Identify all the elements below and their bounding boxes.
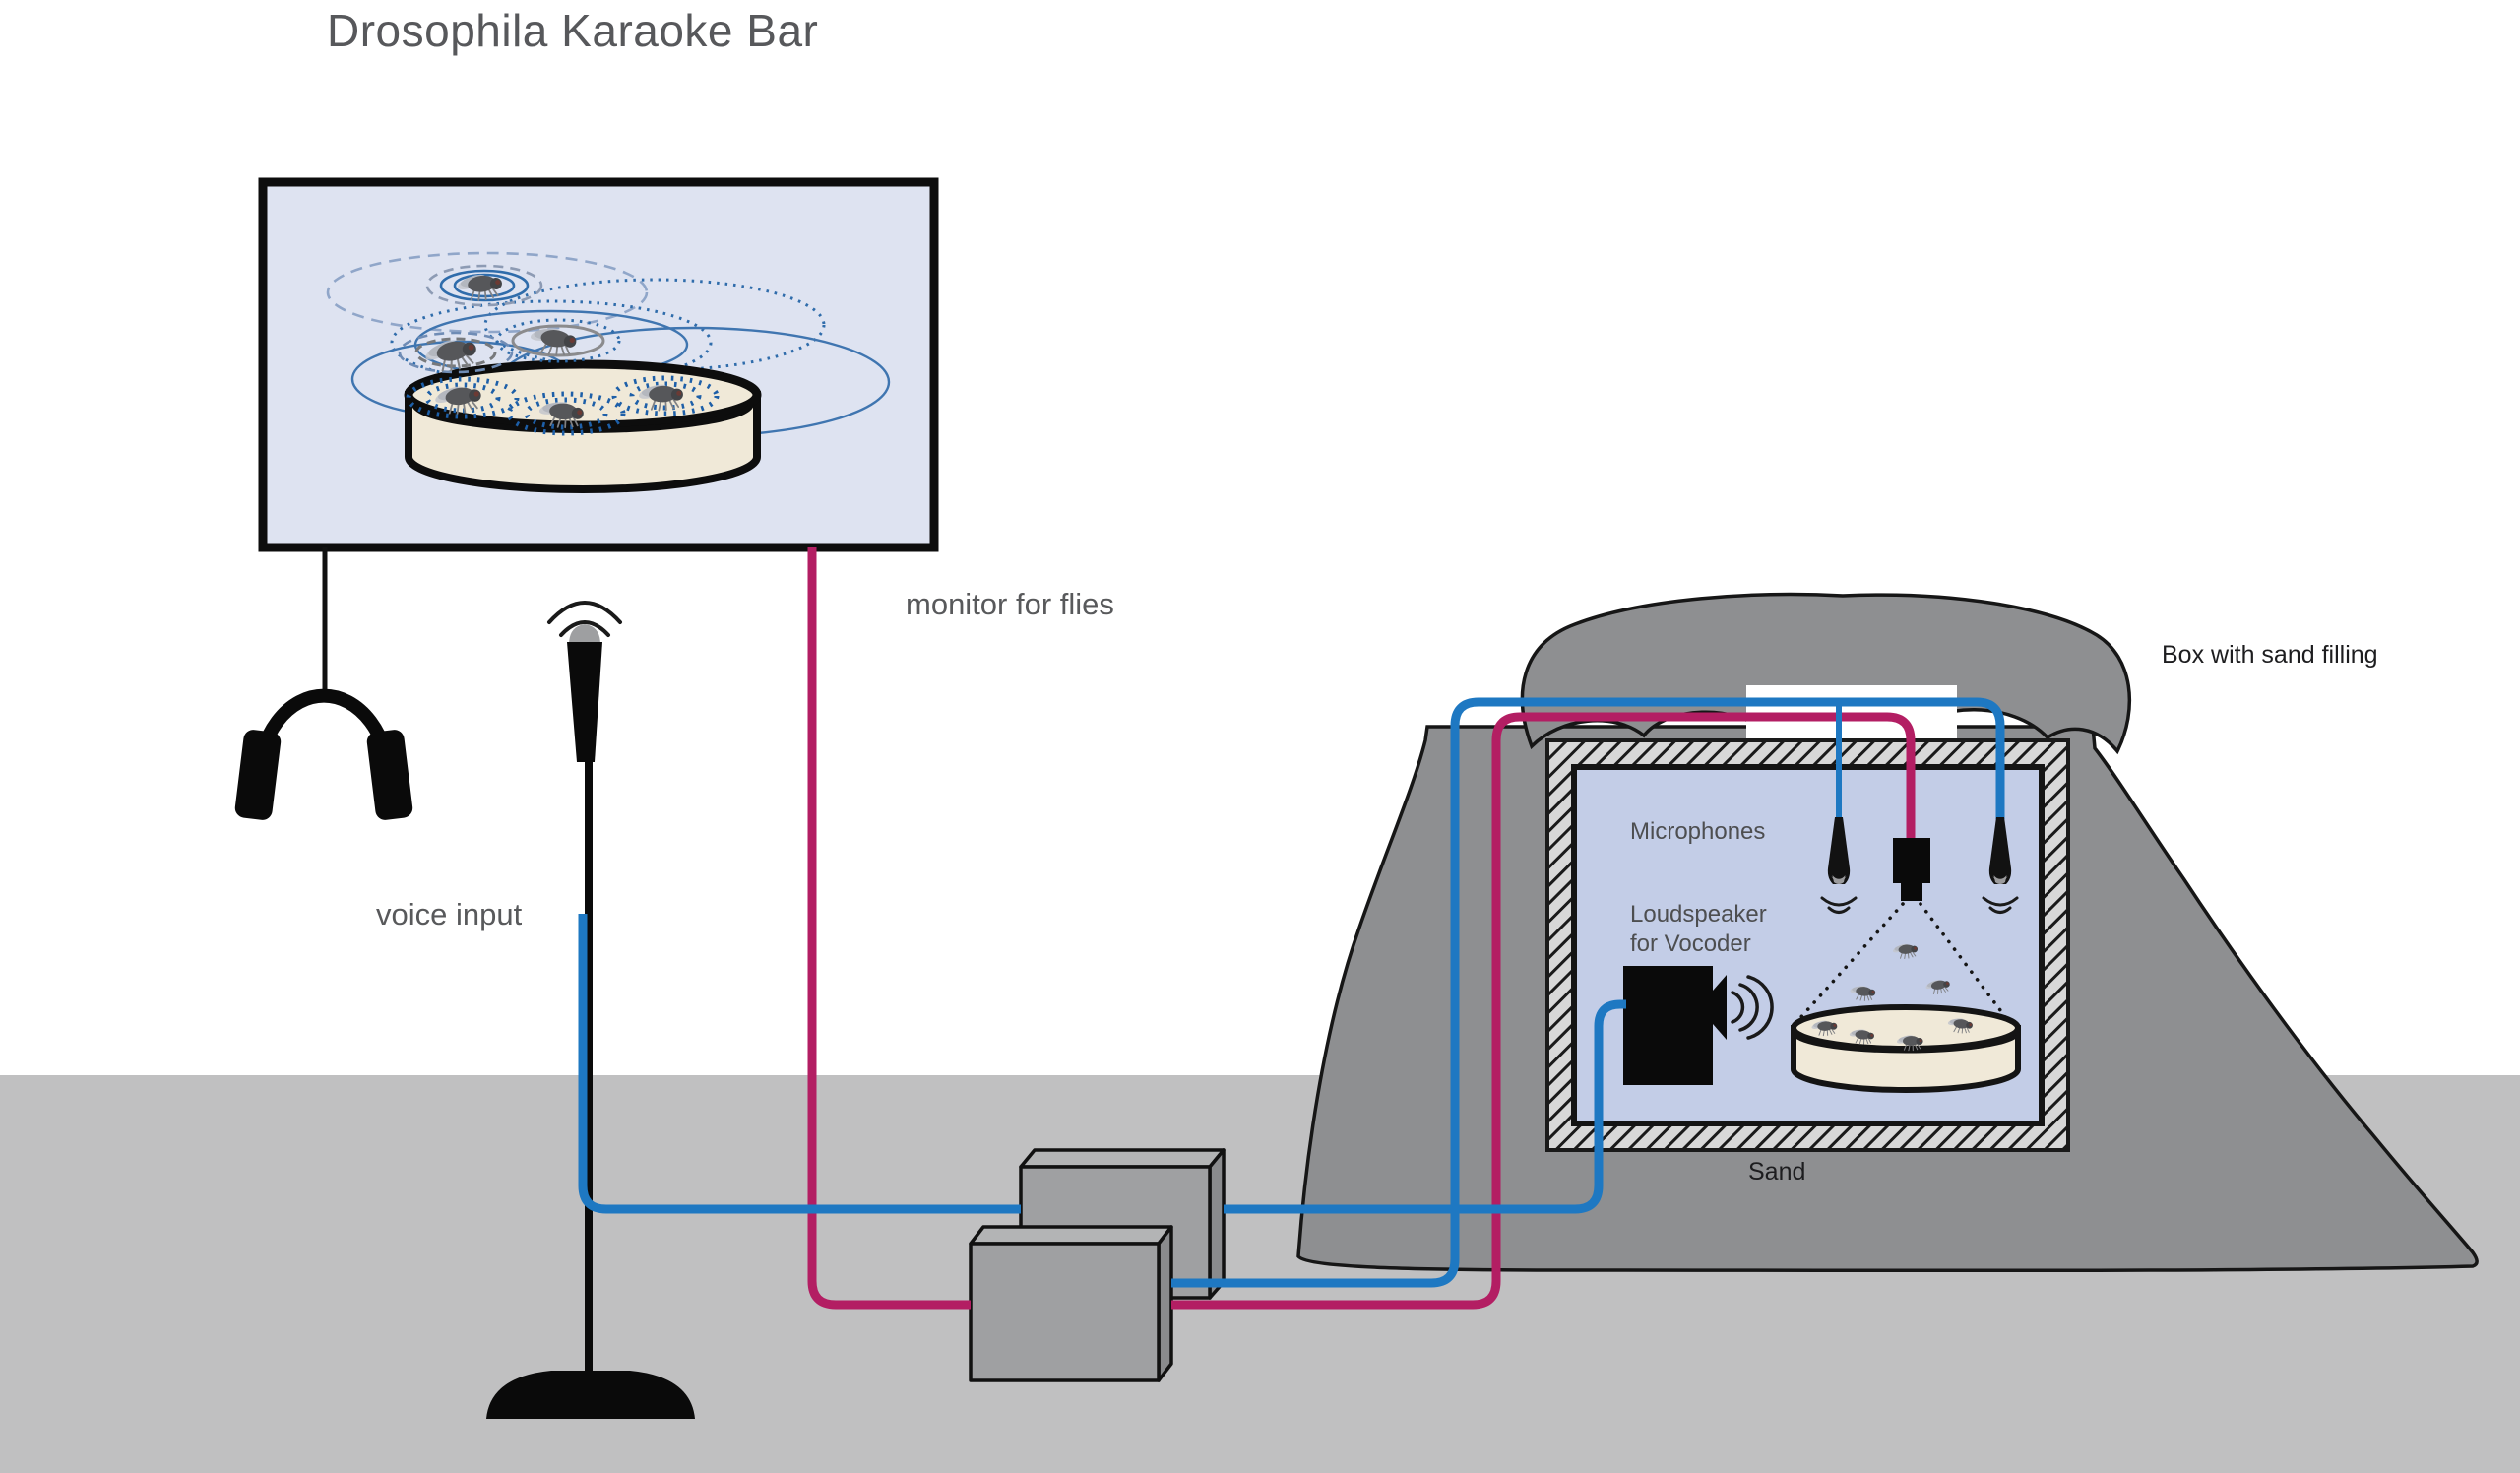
sound-ripple-icon <box>398 264 720 436</box>
mic-windscreen <box>569 624 600 645</box>
microphone-icon <box>567 642 602 762</box>
video-cables <box>807 547 1916 1310</box>
equipment-box-front <box>969 1225 1173 1382</box>
sand-label: Sand <box>1748 1158 1805 1185</box>
camera-video-cable <box>1171 712 1916 1310</box>
mic-stand-pole <box>585 758 593 1378</box>
camera-icon <box>1893 838 1930 901</box>
sound-wave-icon <box>547 601 622 637</box>
sound-wave-icon <box>1731 975 1774 1040</box>
page-title: Drosophila Karaoke Bar <box>327 5 818 56</box>
loudspeaker-icon <box>1623 966 1774 1085</box>
mic-stand-icon <box>486 601 695 1419</box>
loudspeaker-label-line1: Loudspeaker <box>1630 901 1767 928</box>
voice-input-cable <box>578 914 1021 1214</box>
loudspeaker-label-line2: for Vocoder <box>1630 930 1751 957</box>
mic-stand-base <box>486 1371 695 1419</box>
fly-monitor <box>258 177 939 552</box>
vocoder-speaker-cable <box>1224 999 1626 1214</box>
microphones-label: Microphones <box>1630 818 1765 845</box>
petri-dish-icon <box>1791 1004 2021 1093</box>
monitor-video-cable <box>807 547 971 1310</box>
microphones-cable <box>1171 697 2005 1288</box>
audio-cables <box>578 697 2005 1288</box>
box-with-sand-label: Box with sand filling <box>2162 641 2378 669</box>
petri-dish-icon <box>404 359 762 493</box>
voice-input-label: voice input <box>376 897 523 931</box>
monitor-for-flies-label: monitor for flies <box>906 587 1114 621</box>
headphones-icon <box>234 547 413 820</box>
